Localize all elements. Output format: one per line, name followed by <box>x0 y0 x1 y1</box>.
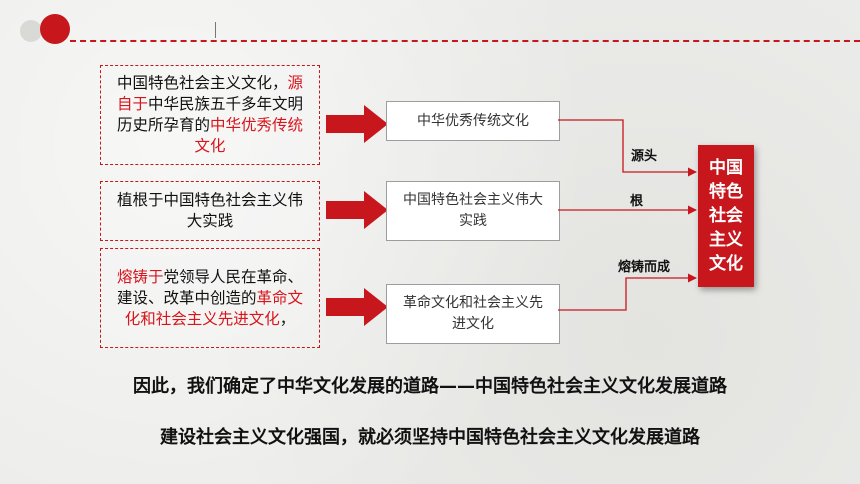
node-practice: 中国特色社会主义伟大实践 <box>386 181 560 241</box>
text-run-highlight: 源自于 <box>116 74 304 113</box>
node-revolution: 革命文化和社会主义先进文化 <box>386 284 560 344</box>
node-label: 革命文化和社会主义先进文化 <box>403 295 543 332</box>
target-node: 中国特色社会主义文化 <box>698 145 754 287</box>
conclusion-line-1: 因此，我们确定了中华文化发展的道路——中国特色社会主义文化发展道路 <box>133 376 727 397</box>
text-run: 中华民族五千多年文明历史所孕育的 <box>116 95 304 134</box>
decor-circle-red <box>40 14 70 44</box>
text-run: ， <box>279 309 296 328</box>
text-run-highlight: 中华优秀传统文化 <box>194 116 304 155</box>
connector-label-forged: 熔铸而成 <box>618 260 671 275</box>
header-tick <box>215 22 216 38</box>
arrow-right-icon <box>326 105 388 143</box>
text-run: 党领导人民在革命、建设、改革中创造的 <box>116 267 304 307</box>
connector-label-root: 根 <box>630 194 644 209</box>
text-run-highlight: 熔铸于 <box>116 267 164 286</box>
text-run: 植根于中国特色社会主义伟大实践 <box>116 191 303 230</box>
source-text-tradition: 中国特色社会主义文化，源自于中华民族五千多年文明历史所孕育的中华优秀传统文化 <box>100 65 320 165</box>
text-run: ， <box>271 74 288 92</box>
target-label: 中国特色社会主义文化 <box>709 158 743 274</box>
source-text-practice: 植根于中国特色社会主义伟大实践 <box>100 181 320 241</box>
source-text-revolution: 熔铸于党领导人民在革命、建设、改革中创造的革命文化和社会主义先进文化， <box>100 248 320 348</box>
node-label: 中国特色社会主义伟大实践 <box>403 192 543 229</box>
arrow-right-icon <box>326 191 388 229</box>
text-run-highlight: 革命文化和社会主义先进文化 <box>124 288 304 328</box>
connector-tradition <box>558 119 697 177</box>
decor-circle-grey <box>20 20 42 42</box>
header-dashed-rule <box>70 40 860 42</box>
node-tradition: 中华优秀传统文化 <box>386 101 560 141</box>
text-run: 中国特色社会主义文化 <box>116 74 272 92</box>
arrow-right-icon <box>326 288 388 326</box>
connector-lines <box>558 119 697 311</box>
conclusion-line-2: 建设社会主义文化强国，就必须坚持中国特色社会主义文化发展道路 <box>160 427 700 448</box>
connector-label-source: 源头 <box>631 149 658 164</box>
connector-revolution <box>558 273 697 311</box>
node-label: 中华优秀传统文化 <box>417 112 529 129</box>
